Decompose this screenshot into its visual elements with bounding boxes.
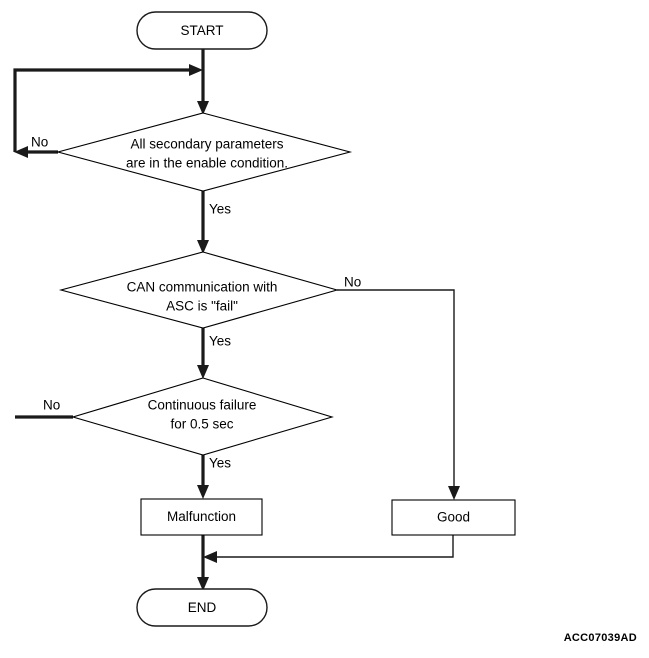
node-decision-secondary-parameters: All secondary parameters are in the enab…	[55, 112, 353, 192]
decision2-yes-label: Yes	[209, 334, 231, 349]
node-start: START	[136, 11, 268, 50]
connector-decision2-no-to-good	[337, 289, 460, 500]
decision3-yes-label: Yes	[209, 456, 231, 471]
decision1-line2: are in the enable condition.	[126, 156, 288, 171]
connector-decision3-yes-to-malfunction	[197, 455, 209, 499]
connector-malfunction-to-end	[197, 535, 209, 591]
node-decision-continuous-failure: Continuous failure for 0.5 sec	[71, 377, 334, 456]
decision1-no-label: No	[31, 135, 48, 150]
malfunction-label: Malfunction	[167, 509, 236, 524]
connector-decision1-yes-to-decision2	[197, 191, 209, 254]
decision2-no-label: No	[344, 275, 361, 290]
decision3-line2: for 0.5 sec	[170, 417, 233, 432]
decision3-line1: Continuous failure	[148, 398, 257, 413]
decision3-no-label: No	[43, 398, 60, 413]
end-label: END	[188, 600, 217, 615]
decision1-yes-label: Yes	[209, 202, 231, 217]
node-malfunction: Malfunction	[140, 498, 263, 536]
connector-start-to-decision1	[197, 48, 209, 115]
connector-decision1-no-feedback	[13, 64, 203, 158]
figure-code-caption: ACC07039AD	[564, 632, 637, 644]
decision2-line1: CAN communication with	[127, 280, 278, 295]
node-good: Good	[391, 499, 516, 536]
good-label: Good	[437, 510, 470, 525]
node-end: END	[136, 588, 268, 627]
start-label: START	[180, 23, 223, 38]
decision1-line1: All secondary parameters	[130, 137, 283, 152]
decision2-line2: ASC is "fail"	[166, 299, 238, 314]
connector-good-to-merge	[203, 535, 454, 563]
connector-decision2-yes-to-decision3	[197, 328, 209, 379]
node-decision-can-communication: CAN communication with ASC is "fail"	[58, 251, 340, 329]
